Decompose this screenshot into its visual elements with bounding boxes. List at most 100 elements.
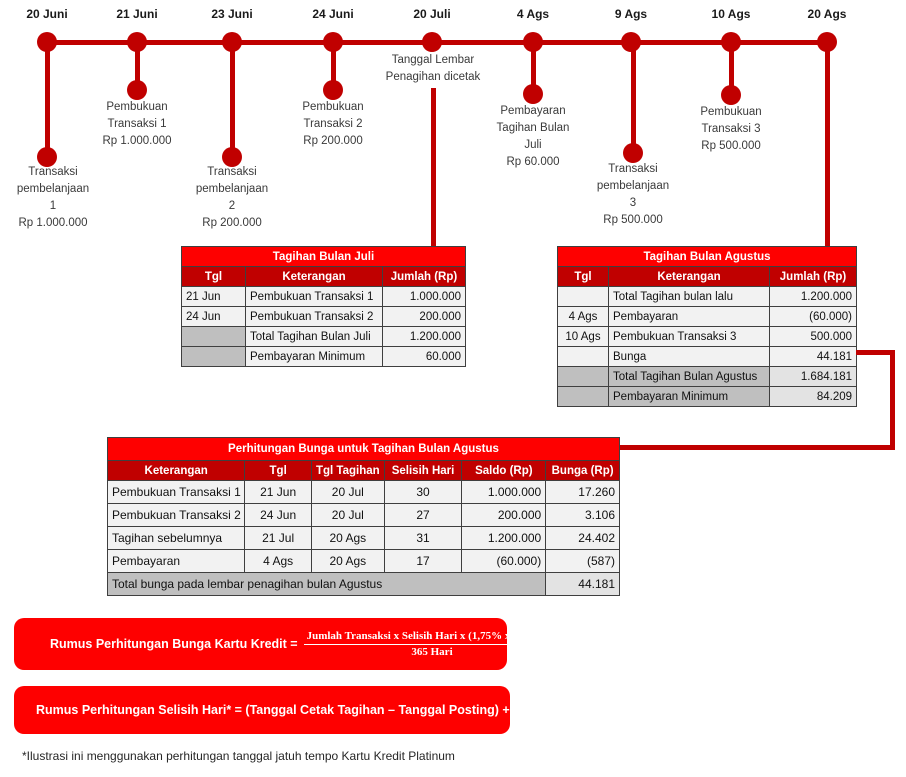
cell-keterangan: Pembayaran: [106, 549, 246, 573]
cell-keterangan: Pembayaran Minimum: [245, 346, 383, 367]
juli-bill-table: Tagihan Bulan Juli Tgl Keterangan Jumlah…: [181, 246, 466, 367]
cell-tgl: [557, 366, 609, 387]
table-row: Tagihan sebelumnya 21 Jul 20 Ags 31 1.20…: [106, 526, 620, 550]
event-end-dot: [623, 143, 643, 163]
agustus-table-title: Tagihan Bulan Agustus: [556, 246, 858, 267]
total-bunga-label: Total bunga pada lembar penagihan bulan …: [106, 572, 547, 596]
cell-saldo: 200.000: [461, 503, 547, 527]
cell-saldo: 1.200.000: [461, 526, 547, 550]
timeline-dot: [422, 32, 442, 52]
cell-tgl: [557, 346, 609, 367]
august-statement-connector-line: [824, 42, 830, 247]
cell-saldo: (60.000): [461, 549, 547, 573]
footnote: *Ilustrasi ini menggunakan perhitungan t…: [22, 749, 455, 763]
interest-table-title: Perhitungan Bunga untuk Tagihan Bulan Ag…: [107, 437, 620, 461]
juli-col-header: Jumlah (Rp): [382, 266, 466, 287]
cell-saldo: 1.000.000: [461, 480, 547, 504]
cell-tgl: 24 Jun: [244, 503, 312, 527]
agustus-col-header: Jumlah (Rp): [768, 266, 858, 287]
timeline-date-label: 4 Ags: [516, 7, 550, 21]
event-end-dot: [37, 147, 57, 167]
table-row: Total Tagihan bulan lalu 1.200.000: [557, 286, 858, 307]
event-label: Pembukuan Transaksi 2 Rp 200.000: [302, 101, 364, 147]
interest-col-header: Keterangan: [106, 460, 246, 481]
cell-bunga: 24.402: [545, 526, 620, 550]
timeline-drop-line: [530, 42, 536, 94]
cell-keterangan: Pembukuan Transaksi 3: [608, 326, 770, 347]
interest-formula-fraction: Jumlah Transaksi x Selisih Hari x (1,75%…: [303, 630, 561, 659]
cell-jumlah: 500.000: [768, 326, 858, 347]
cell-keterangan: Pembukuan Transaksi 2: [106, 503, 246, 527]
table-row: Pembayaran 4 Ags 20 Ags 17 (60.000) (587…: [106, 549, 620, 573]
cell-tgl: [181, 346, 246, 367]
interest-col-header: Selisih Hari: [383, 460, 463, 481]
cell-tgl: [557, 286, 609, 307]
cell-jumlah: 1.684.181: [768, 366, 858, 387]
formula-denominator: 365 Hari: [411, 645, 453, 658]
event-end-dot: [523, 84, 543, 104]
juli-col-header: Tgl: [181, 266, 246, 287]
cell-keterangan: Pembayaran: [608, 306, 770, 327]
cell-keterangan: Pembayaran Minimum: [608, 386, 770, 407]
day-difference-formula-label: Rumus Perhitungan Selisih Hari* = (Tangg…: [36, 703, 548, 717]
day-difference-formula-box: Rumus Perhitungan Selisih Hari* = (Tangg…: [14, 686, 548, 734]
timeline-date-label: 20 Juli: [413, 7, 451, 21]
event-end-dot: [721, 85, 741, 105]
cell-tgl: 21 Jun: [244, 480, 312, 504]
event-label: Transaksi pembelanjaan 2 Rp 200.000: [195, 166, 269, 229]
table-row: Pembayaran Minimum 60.000: [181, 346, 466, 367]
cell-bunga: (587): [545, 549, 620, 573]
cell-jumlah: 44.181: [768, 346, 858, 367]
interest-calc-table: Perhitungan Bunga untuk Tagihan Bulan Ag…: [106, 437, 620, 596]
cell-bunga: 17.260: [545, 480, 620, 504]
table-total-row: Total bunga pada lembar penagihan bulan …: [106, 572, 620, 596]
event-label: Transaksi pembelanjaan 1 Rp 1.000.000: [16, 166, 90, 229]
timeline-drop-line: [330, 42, 336, 90]
bunga-connector-bottom: [620, 445, 895, 450]
timeline-drop-line: [229, 42, 235, 157]
timeline-date-label: 24 Juni: [312, 7, 354, 21]
event-label: Pembayaran Tagihan Bulan Juli Rp 60.000: [496, 105, 570, 168]
event-label: Tanggal Lembar Penagihan dicetak: [385, 54, 481, 83]
interest-col-header: Saldo (Rp): [461, 460, 547, 481]
cell-keterangan: Bunga: [608, 346, 770, 367]
cell-tgl: [181, 326, 246, 347]
event-end-dot: [222, 147, 242, 167]
cell-jumlah: 84.209: [768, 386, 858, 407]
table-row: Total Tagihan Bulan Juli 1.200.000: [181, 326, 466, 347]
event-end-dot: [323, 80, 343, 100]
juli-table-title: Tagihan Bulan Juli: [181, 246, 466, 267]
agustus-col-header: Keterangan: [608, 266, 770, 287]
table-row: Pembayaran Minimum 84.209: [557, 386, 858, 407]
cell-jumlah: (60.000): [768, 306, 858, 327]
cell-tgl: 4 Ags: [557, 306, 609, 327]
table-row: 21 Jun Pembukuan Transaksi 1 1.000.000: [181, 286, 466, 307]
timeline-date-label: 23 Juni: [211, 7, 253, 21]
cell-jumlah: 1.000.000: [382, 286, 466, 307]
cell-tgl: [557, 386, 609, 407]
cell-tgl: 10 Ags: [557, 326, 609, 347]
timeline-drop-line: [630, 42, 636, 153]
event-label: Pembukuan Transaksi 3 Rp 500.000: [700, 106, 762, 152]
table-row: 4 Ags Pembayaran (60.000): [557, 306, 858, 327]
cell-tgl-tagihan: 20 Ags: [310, 549, 385, 573]
event-label: Pembukuan Transaksi 1 Rp 1.000.000: [102, 101, 172, 147]
cell-selisih-hari: 27: [383, 503, 463, 527]
interest-formula-box: Rumus Perhitungan Bunga Kartu Kredit = J…: [14, 618, 561, 670]
cell-tgl-tagihan: 20 Jul: [310, 503, 385, 527]
interest-formula-label: Rumus Perhitungan Bunga Kartu Kredit =: [50, 637, 298, 651]
cell-keterangan: Total Tagihan Bulan Juli: [245, 326, 383, 347]
cell-bunga: 3.106: [545, 503, 620, 527]
table-row: Pembukuan Transaksi 1 21 Jun 20 Jul 30 1…: [106, 480, 620, 504]
table-row: Bunga 44.181: [557, 346, 858, 367]
cell-selisih-hari: 31: [383, 526, 463, 550]
table-row: 10 Ags Pembukuan Transaksi 3 500.000: [557, 326, 858, 347]
timeline-date-label: 20 Ags: [807, 7, 847, 21]
bunga-connector-top: [856, 350, 895, 355]
cell-jumlah: 1.200.000: [768, 286, 858, 307]
table-row: Total Tagihan Bulan Agustus 1.684.181: [557, 366, 858, 387]
cell-keterangan: Total Tagihan bulan lalu: [608, 286, 770, 307]
juli-col-header: Keterangan: [245, 266, 383, 287]
timeline-date-label: 21 Juni: [116, 7, 158, 21]
